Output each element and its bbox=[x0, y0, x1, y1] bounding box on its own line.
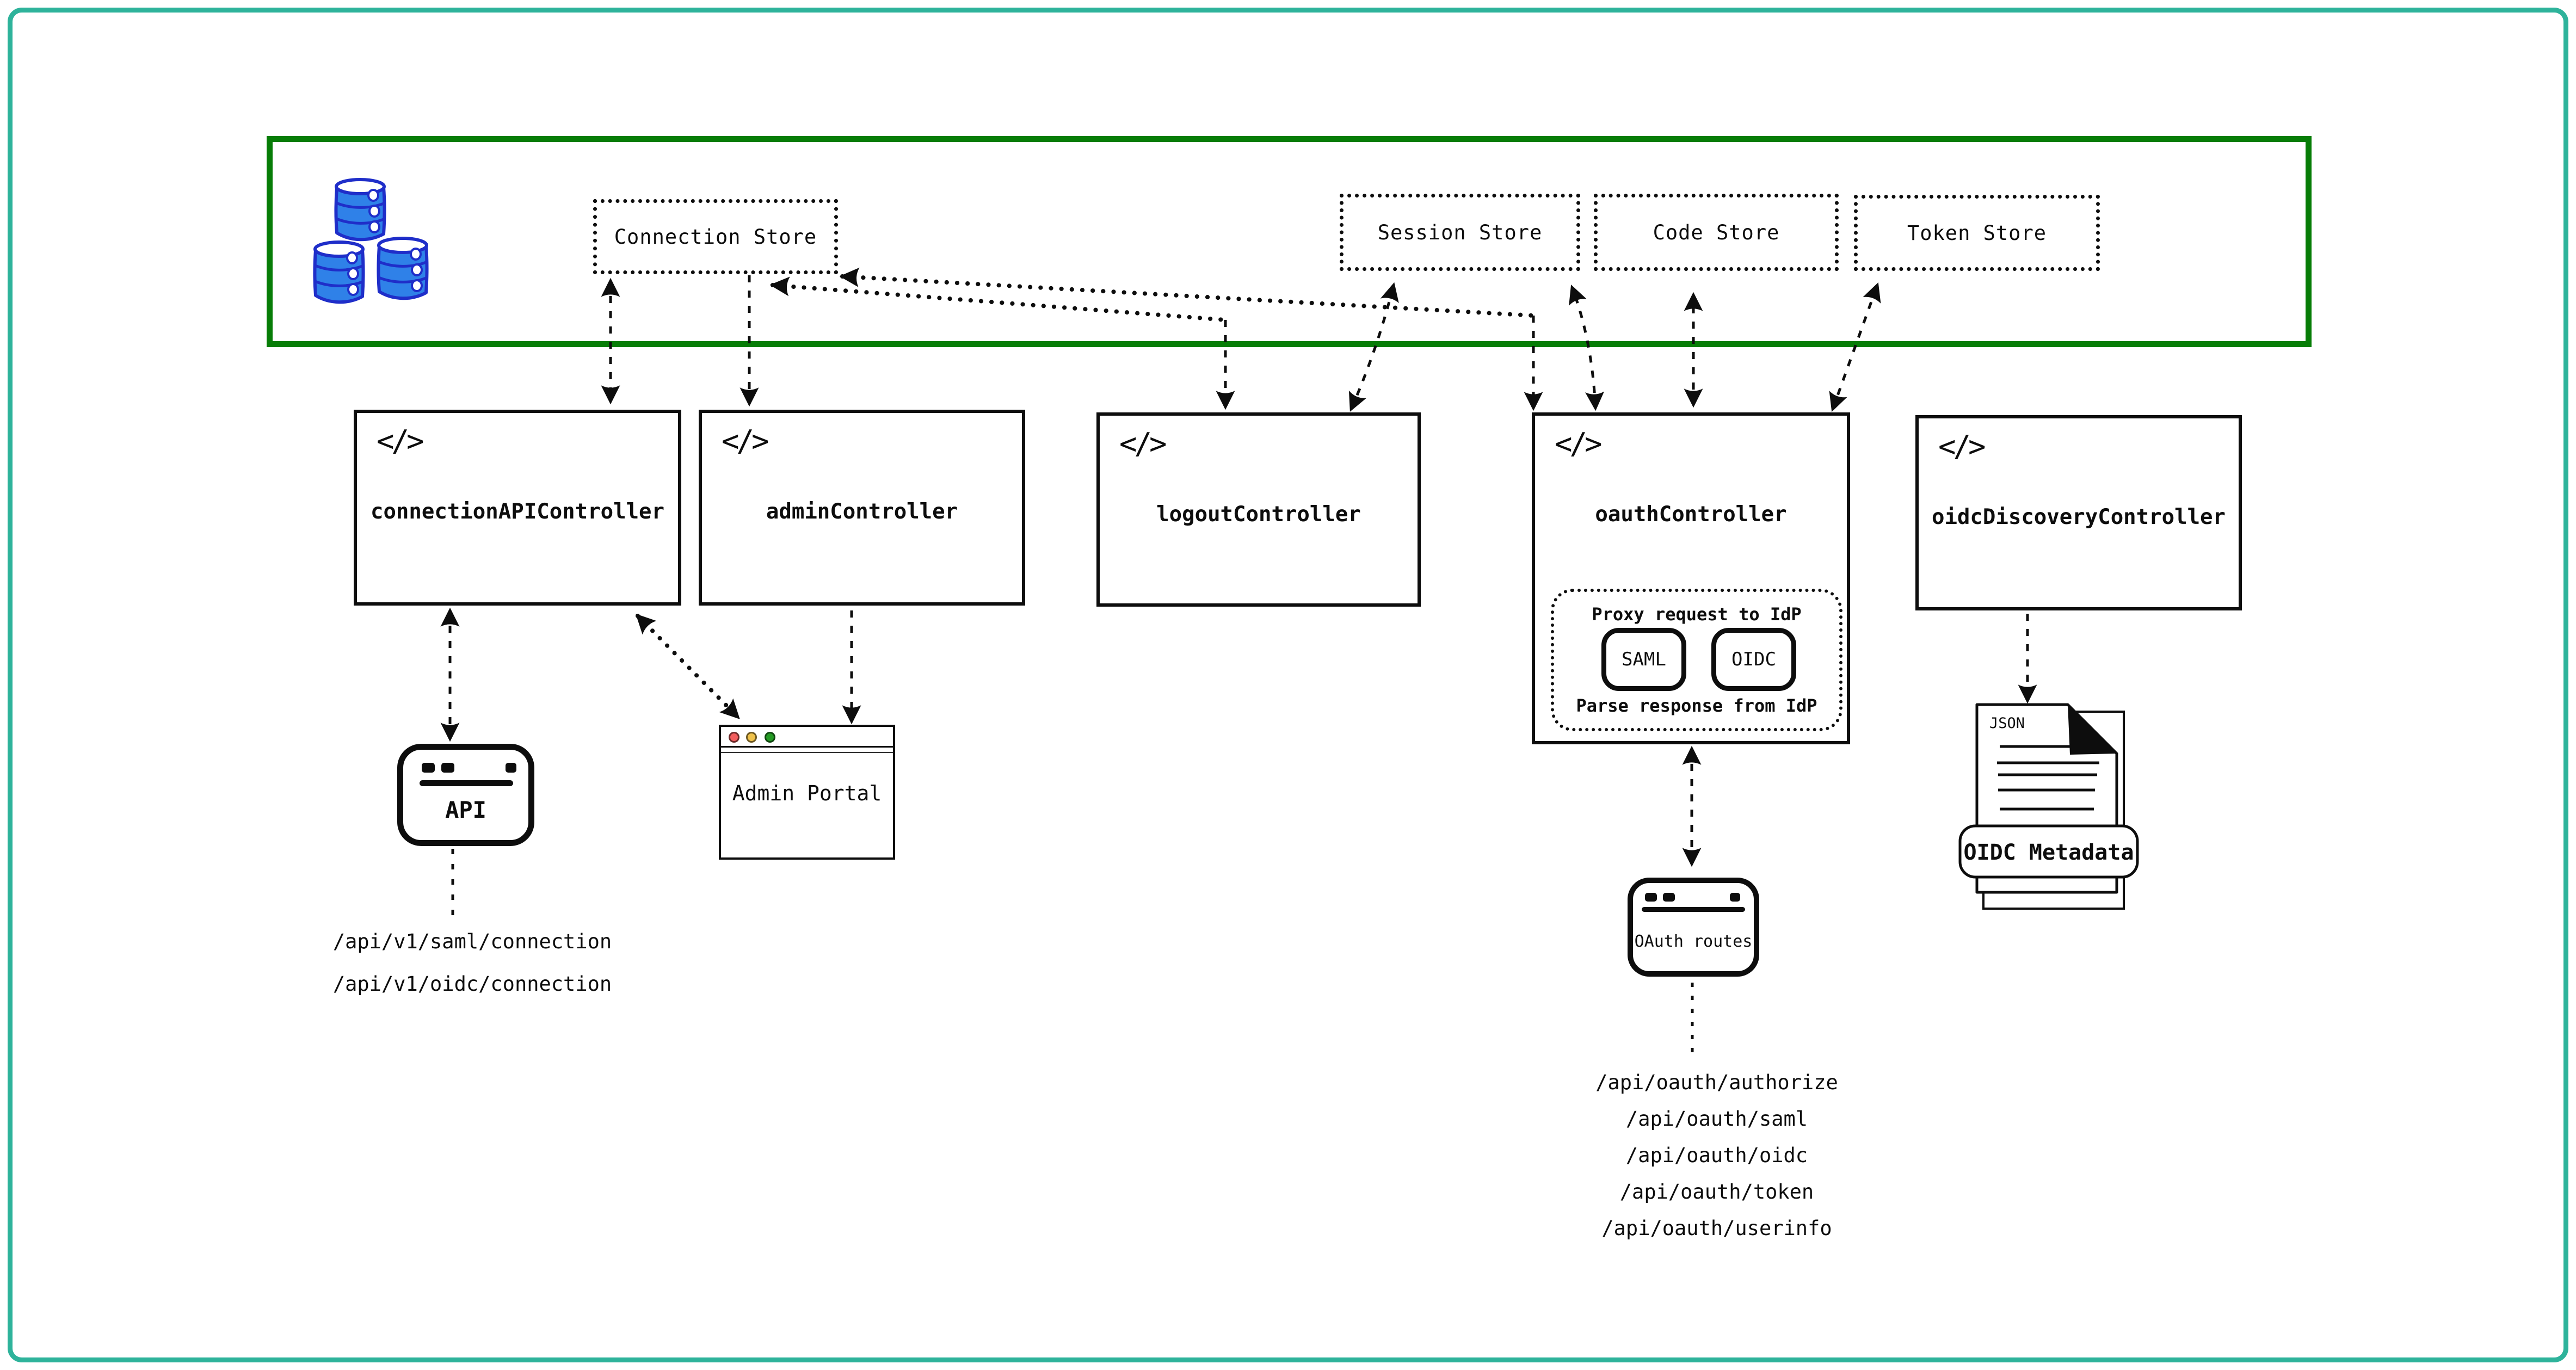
connection-store-box: Connection Store bbox=[593, 199, 838, 274]
endpoint: /api/oauth/oidc bbox=[1625, 1144, 1808, 1167]
oauth-routes-icon: OAuth routes bbox=[1628, 878, 1759, 977]
code-icon: </> bbox=[1938, 429, 1986, 464]
code-store-box: Code Store bbox=[1594, 194, 1839, 271]
outer-frame bbox=[8, 8, 2568, 1362]
oidc-protocol-box: OIDC bbox=[1711, 628, 1796, 691]
controller-label: oidcDiscoveryController bbox=[1931, 505, 2226, 529]
endpoint: /api/oauth/saml bbox=[1625, 1107, 1808, 1131]
admin-portal-window: Admin Portal bbox=[719, 725, 895, 860]
window-control bbox=[1730, 893, 1740, 902]
endpoint: /api/oauth/authorize bbox=[1595, 1071, 1838, 1094]
admin-portal-label: Admin Portal bbox=[732, 781, 882, 805]
api-label: API bbox=[445, 797, 486, 823]
oauth-routes-label: OAuth routes bbox=[1634, 932, 1753, 951]
window-control bbox=[1663, 893, 1675, 902]
code-icon: </> bbox=[722, 424, 769, 458]
maximize-icon bbox=[765, 732, 775, 743]
session-store-box: Session Store bbox=[1340, 194, 1580, 271]
window-control bbox=[506, 763, 516, 773]
controller-label: oauthController bbox=[1595, 502, 1787, 527]
oidc-label: OIDC bbox=[1731, 649, 1776, 670]
window-control bbox=[422, 763, 435, 773]
window-control bbox=[441, 763, 454, 773]
saml-label: SAML bbox=[1622, 649, 1666, 670]
session-store-label: Session Store bbox=[1377, 220, 1543, 244]
idp-proxy-box: Proxy request to IdP SAML OIDC Parse res… bbox=[1551, 589, 1842, 731]
window-toolbar bbox=[1642, 907, 1745, 912]
logout-controller-box: </> logoutController bbox=[1096, 412, 1421, 607]
close-icon bbox=[729, 732, 739, 743]
oidc-discovery-controller-box: </> oidcDiscoveryController bbox=[1915, 415, 2242, 610]
token-store-box: Token Store bbox=[1854, 195, 2100, 271]
oauth-controller-box: </> oauthController Proxy request to IdP… bbox=[1532, 412, 1850, 744]
controller-label: connectionAPIController bbox=[370, 499, 665, 524]
browser-titlebar bbox=[721, 727, 893, 748]
minimize-icon bbox=[746, 732, 757, 743]
window-toolbar bbox=[420, 780, 513, 786]
browser-titlebar-line bbox=[721, 752, 893, 753]
api-window-icon: API bbox=[397, 744, 534, 846]
oauth-endpoints: /api/oauth/authorize /api/oauth/saml /ap… bbox=[1543, 1064, 1891, 1246]
code-icon: </> bbox=[1555, 427, 1603, 461]
connection-store-label: Connection Store bbox=[614, 225, 817, 249]
endpoint: /api/v1/saml/connection bbox=[332, 930, 612, 953]
saml-protocol-box: SAML bbox=[1601, 628, 1686, 691]
admin-controller-box: </> adminController bbox=[699, 410, 1025, 606]
endpoint: /api/oauth/token bbox=[1619, 1180, 1814, 1204]
token-store-label: Token Store bbox=[1907, 221, 2047, 245]
endpoint: /api/oauth/userinfo bbox=[1601, 1217, 1832, 1240]
code-icon: </> bbox=[377, 424, 424, 458]
window-control bbox=[1645, 893, 1657, 902]
proxy-request-label: Proxy request to IdP bbox=[1592, 604, 1802, 625]
code-store-label: Code Store bbox=[1653, 220, 1780, 244]
connection-api-endpoints: /api/v1/saml/connection /api/v1/oidc/con… bbox=[305, 921, 640, 1005]
endpoint: /api/v1/oidc/connection bbox=[332, 972, 612, 996]
controller-label: adminController bbox=[766, 499, 958, 524]
code-icon: </> bbox=[1119, 427, 1167, 461]
controller-label: logoutController bbox=[1156, 502, 1361, 527]
parse-response-label: Parse response from IdP bbox=[1576, 695, 1817, 716]
connection-api-controller-box: </> connectionAPIController bbox=[354, 410, 681, 606]
